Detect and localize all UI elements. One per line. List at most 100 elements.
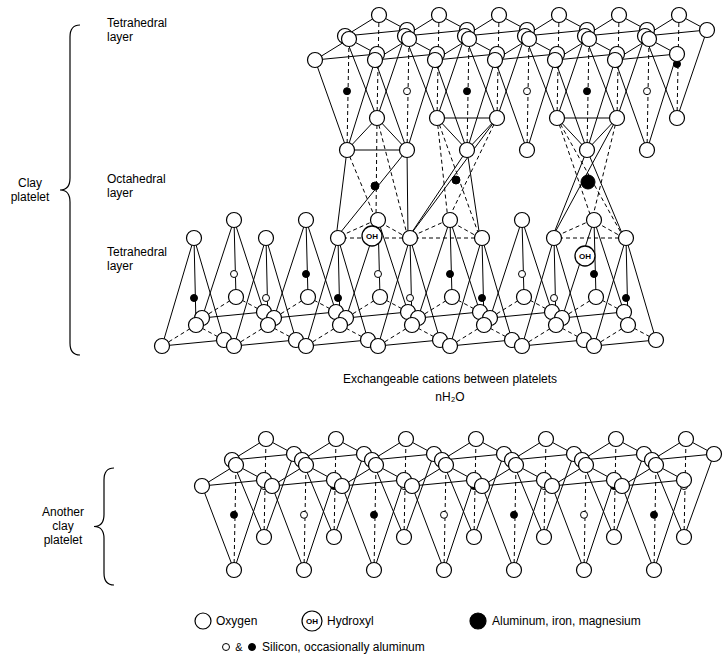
bond-line bbox=[557, 118, 592, 220]
bond-line bbox=[334, 454, 364, 537]
legend-symbol bbox=[195, 613, 211, 629]
oxygen-atom bbox=[582, 32, 597, 47]
cation-atom bbox=[335, 295, 342, 302]
bond-line bbox=[482, 480, 544, 486]
oxygen-atom bbox=[490, 111, 505, 126]
oxygen-atom bbox=[619, 231, 634, 246]
bond-line bbox=[684, 454, 714, 537]
bond-line bbox=[592, 118, 617, 220]
layer-label: Clay platelet bbox=[4, 176, 56, 204]
oxygen-atom bbox=[331, 231, 346, 246]
hydroxyl-atom bbox=[575, 246, 595, 266]
bond-line bbox=[587, 54, 617, 150]
bond-line bbox=[234, 220, 236, 297]
cation-atom bbox=[191, 295, 198, 302]
oxygen-atom bbox=[227, 563, 242, 578]
bond-line bbox=[418, 312, 480, 318]
legend-symbol bbox=[223, 644, 230, 651]
cation-atom bbox=[375, 271, 382, 278]
bond-lines bbox=[162, 15, 714, 570]
oxygen-atom bbox=[462, 32, 477, 47]
bond-line bbox=[194, 238, 196, 325]
oxygen-atom bbox=[308, 53, 323, 68]
oxygen-atom bbox=[615, 479, 630, 494]
layer-label: Another clay platelet bbox=[36, 505, 90, 547]
oxygen-atom bbox=[301, 290, 316, 305]
oxygen-atom bbox=[469, 432, 484, 447]
oxygen-atom bbox=[460, 143, 475, 158]
bond-line bbox=[306, 220, 308, 297]
cation-atom bbox=[231, 511, 238, 518]
bond-line bbox=[450, 220, 452, 297]
oxygen-atom bbox=[229, 290, 244, 305]
bond-line bbox=[495, 60, 527, 150]
cation-atom bbox=[591, 271, 598, 278]
cation-atom bbox=[524, 88, 531, 95]
oxygen-atom bbox=[372, 8, 387, 23]
legend-text: Oxygen bbox=[216, 614, 257, 628]
oxygen-atom bbox=[612, 8, 627, 23]
bond-line bbox=[234, 340, 296, 346]
oxygen-atom bbox=[373, 290, 388, 305]
layer-label: Octahedral layer bbox=[107, 172, 179, 200]
legend-sample bbox=[470, 613, 486, 629]
legend-sample bbox=[302, 611, 322, 631]
oxygen-atom bbox=[587, 339, 602, 354]
oxygen-atom bbox=[403, 231, 418, 246]
oxygen-atom bbox=[437, 563, 452, 578]
bracket bbox=[60, 25, 80, 355]
cation-atom bbox=[301, 511, 308, 518]
atom-label: & bbox=[235, 641, 242, 653]
oxygen-atom bbox=[609, 432, 624, 447]
oxygen-atom bbox=[443, 213, 458, 228]
bond-line bbox=[375, 60, 407, 150]
cation-atom bbox=[623, 295, 630, 302]
oxygen-atom bbox=[649, 333, 664, 348]
oxygen-atom bbox=[677, 473, 692, 488]
bond-line bbox=[437, 118, 480, 238]
bond-line bbox=[202, 486, 234, 570]
bond-line bbox=[346, 312, 408, 318]
oxygen-atom bbox=[333, 318, 348, 333]
hydroxyl-atom bbox=[362, 226, 382, 246]
oxygen-atom bbox=[522, 32, 537, 47]
oxygen-atom bbox=[299, 339, 314, 354]
bond-line bbox=[408, 118, 497, 238]
bond-line bbox=[264, 454, 294, 537]
bond-line bbox=[342, 486, 374, 570]
bond-line bbox=[677, 30, 707, 118]
layer-label: Exchangeable cations between platelets bbox=[250, 372, 650, 386]
oxygen-atom bbox=[670, 111, 685, 126]
oxygen-atom bbox=[257, 530, 272, 545]
bond-line bbox=[557, 118, 624, 238]
cation-atom bbox=[511, 511, 518, 518]
oxygen-atom bbox=[492, 8, 507, 23]
bond-line bbox=[274, 220, 306, 318]
oxygen-atom bbox=[265, 479, 280, 494]
cation-atom bbox=[651, 511, 658, 518]
bond-line bbox=[412, 480, 474, 486]
oxygen-atom bbox=[642, 32, 657, 47]
atom-label: OH bbox=[366, 232, 378, 241]
atom-label: OH bbox=[579, 252, 591, 261]
oxygen-atom bbox=[445, 290, 460, 305]
cation-atom bbox=[371, 511, 378, 518]
cation-atom bbox=[263, 295, 270, 302]
oxygen-atom bbox=[397, 530, 412, 545]
bond-line bbox=[594, 340, 656, 346]
oxygen-atom bbox=[187, 231, 202, 246]
oxygen-atom bbox=[537, 530, 552, 545]
bond-line bbox=[482, 486, 514, 570]
oxygen-atom bbox=[259, 432, 274, 447]
oxygen-atom bbox=[370, 111, 385, 126]
bond-line bbox=[404, 454, 434, 537]
bond-line bbox=[374, 480, 404, 570]
cation-atom bbox=[231, 271, 238, 278]
bond-line bbox=[234, 480, 264, 570]
oxygen-atom bbox=[335, 479, 350, 494]
bond-line bbox=[418, 220, 450, 318]
cation-atom bbox=[479, 295, 486, 302]
oxygen-atom bbox=[587, 213, 602, 228]
cation-atom bbox=[404, 88, 411, 95]
